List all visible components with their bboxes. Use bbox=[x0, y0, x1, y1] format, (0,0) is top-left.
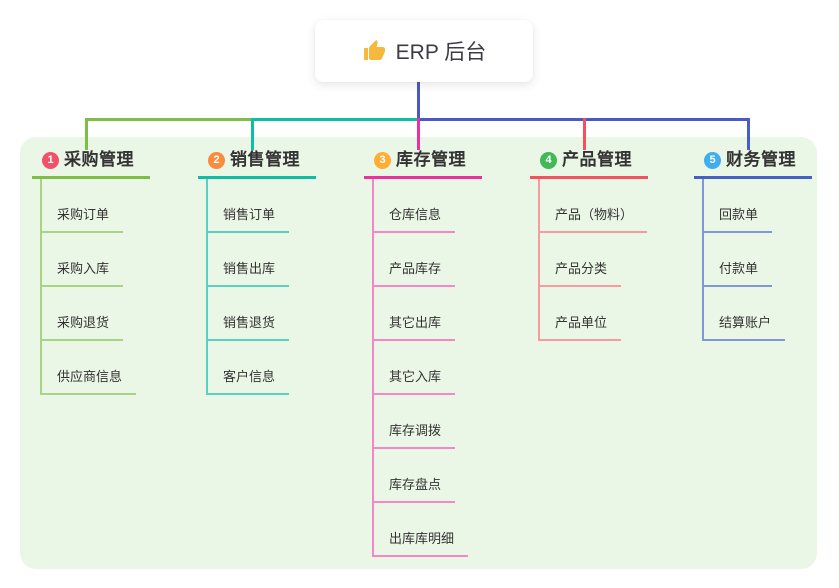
connector-horizontal-segment bbox=[85, 118, 254, 121]
connector-drop bbox=[583, 118, 586, 150]
branch-number-badge: 1 bbox=[42, 151, 59, 169]
branch-children: 采购订单采购入库采购退货供应商信息 bbox=[40, 179, 137, 395]
branch-title: 销售管理 bbox=[230, 150, 300, 169]
branch-number-badge: 2 bbox=[208, 151, 225, 169]
connector-horizontal-segment bbox=[251, 118, 420, 121]
child-node[interactable]: 库存调拨 bbox=[374, 395, 456, 449]
branch-column: 5 财务管理回款单付款单结算账户 bbox=[694, 150, 812, 341]
branch-header[interactable]: 5 财务管理 bbox=[694, 150, 812, 179]
branch-number-badge: 4 bbox=[540, 151, 557, 169]
child-node[interactable]: 其它出库 bbox=[374, 287, 456, 341]
branch-title: 产品管理 bbox=[562, 150, 632, 169]
connector-drop bbox=[85, 118, 88, 150]
child-node[interactable]: 回款单 bbox=[704, 179, 773, 233]
child-node[interactable]: 销售出库 bbox=[208, 233, 290, 287]
branch-column: 2 销售管理销售订单销售出库销售退货客户信息 bbox=[198, 150, 316, 395]
root-node[interactable]: ERP 后台 bbox=[315, 20, 533, 82]
branch-header[interactable]: 1 采购管理 bbox=[32, 150, 150, 179]
thumbs-up-icon bbox=[362, 39, 386, 63]
branches-panel bbox=[20, 137, 817, 569]
root-node-label: ERP 后台 bbox=[395, 41, 487, 64]
branch-title: 库存管理 bbox=[396, 150, 466, 169]
child-node[interactable]: 结算账户 bbox=[704, 287, 786, 341]
connector-drop bbox=[747, 118, 750, 150]
branch-number-badge: 3 bbox=[374, 151, 391, 169]
child-node[interactable]: 采购退货 bbox=[42, 287, 124, 341]
branch-children: 回款单付款单结算账户 bbox=[702, 179, 786, 341]
branch-column: 1 采购管理采购订单采购入库采购退货供应商信息 bbox=[32, 150, 150, 395]
child-node[interactable]: 产品库存 bbox=[374, 233, 456, 287]
connector-drop bbox=[417, 118, 420, 150]
branch-children: 仓库信息产品库存其它出库其它入库库存调拨库存盘点出库库明细 bbox=[372, 179, 469, 557]
branch-column: 4 产品管理产品（物料）产品分类产品单位 bbox=[530, 150, 648, 341]
branch-title: 采购管理 bbox=[64, 150, 134, 169]
branch-number-badge: 5 bbox=[704, 151, 721, 169]
child-node[interactable]: 销售退货 bbox=[208, 287, 290, 341]
child-node[interactable]: 供应商信息 bbox=[42, 341, 137, 395]
branch-children: 销售订单销售出库销售退货客户信息 bbox=[206, 179, 290, 395]
connector-drop bbox=[251, 118, 254, 150]
branch-header[interactable]: 4 产品管理 bbox=[530, 150, 648, 179]
branch-header[interactable]: 3 库存管理 bbox=[364, 150, 482, 179]
child-node[interactable]: 出库库明细 bbox=[374, 503, 469, 557]
child-node[interactable]: 销售订单 bbox=[208, 179, 290, 233]
child-node[interactable]: 采购订单 bbox=[42, 179, 124, 233]
child-node[interactable]: 库存盘点 bbox=[374, 449, 456, 503]
branch-children: 产品（物料）产品分类产品单位 bbox=[538, 179, 648, 341]
branch-title: 财务管理 bbox=[726, 150, 796, 169]
branch-column: 3 库存管理仓库信息产品库存其它出库其它入库库存调拨库存盘点出库库明细 bbox=[364, 150, 482, 557]
branch-header[interactable]: 2 销售管理 bbox=[198, 150, 316, 179]
root-connector bbox=[417, 82, 420, 120]
child-node[interactable]: 采购入库 bbox=[42, 233, 124, 287]
child-node[interactable]: 产品单位 bbox=[540, 287, 622, 341]
child-node[interactable]: 客户信息 bbox=[208, 341, 290, 395]
child-node[interactable]: 其它入库 bbox=[374, 341, 456, 395]
child-node[interactable]: 产品分类 bbox=[540, 233, 622, 287]
child-node[interactable]: 仓库信息 bbox=[374, 179, 456, 233]
child-node[interactable]: 付款单 bbox=[704, 233, 773, 287]
child-node[interactable]: 产品（物料） bbox=[540, 179, 648, 233]
